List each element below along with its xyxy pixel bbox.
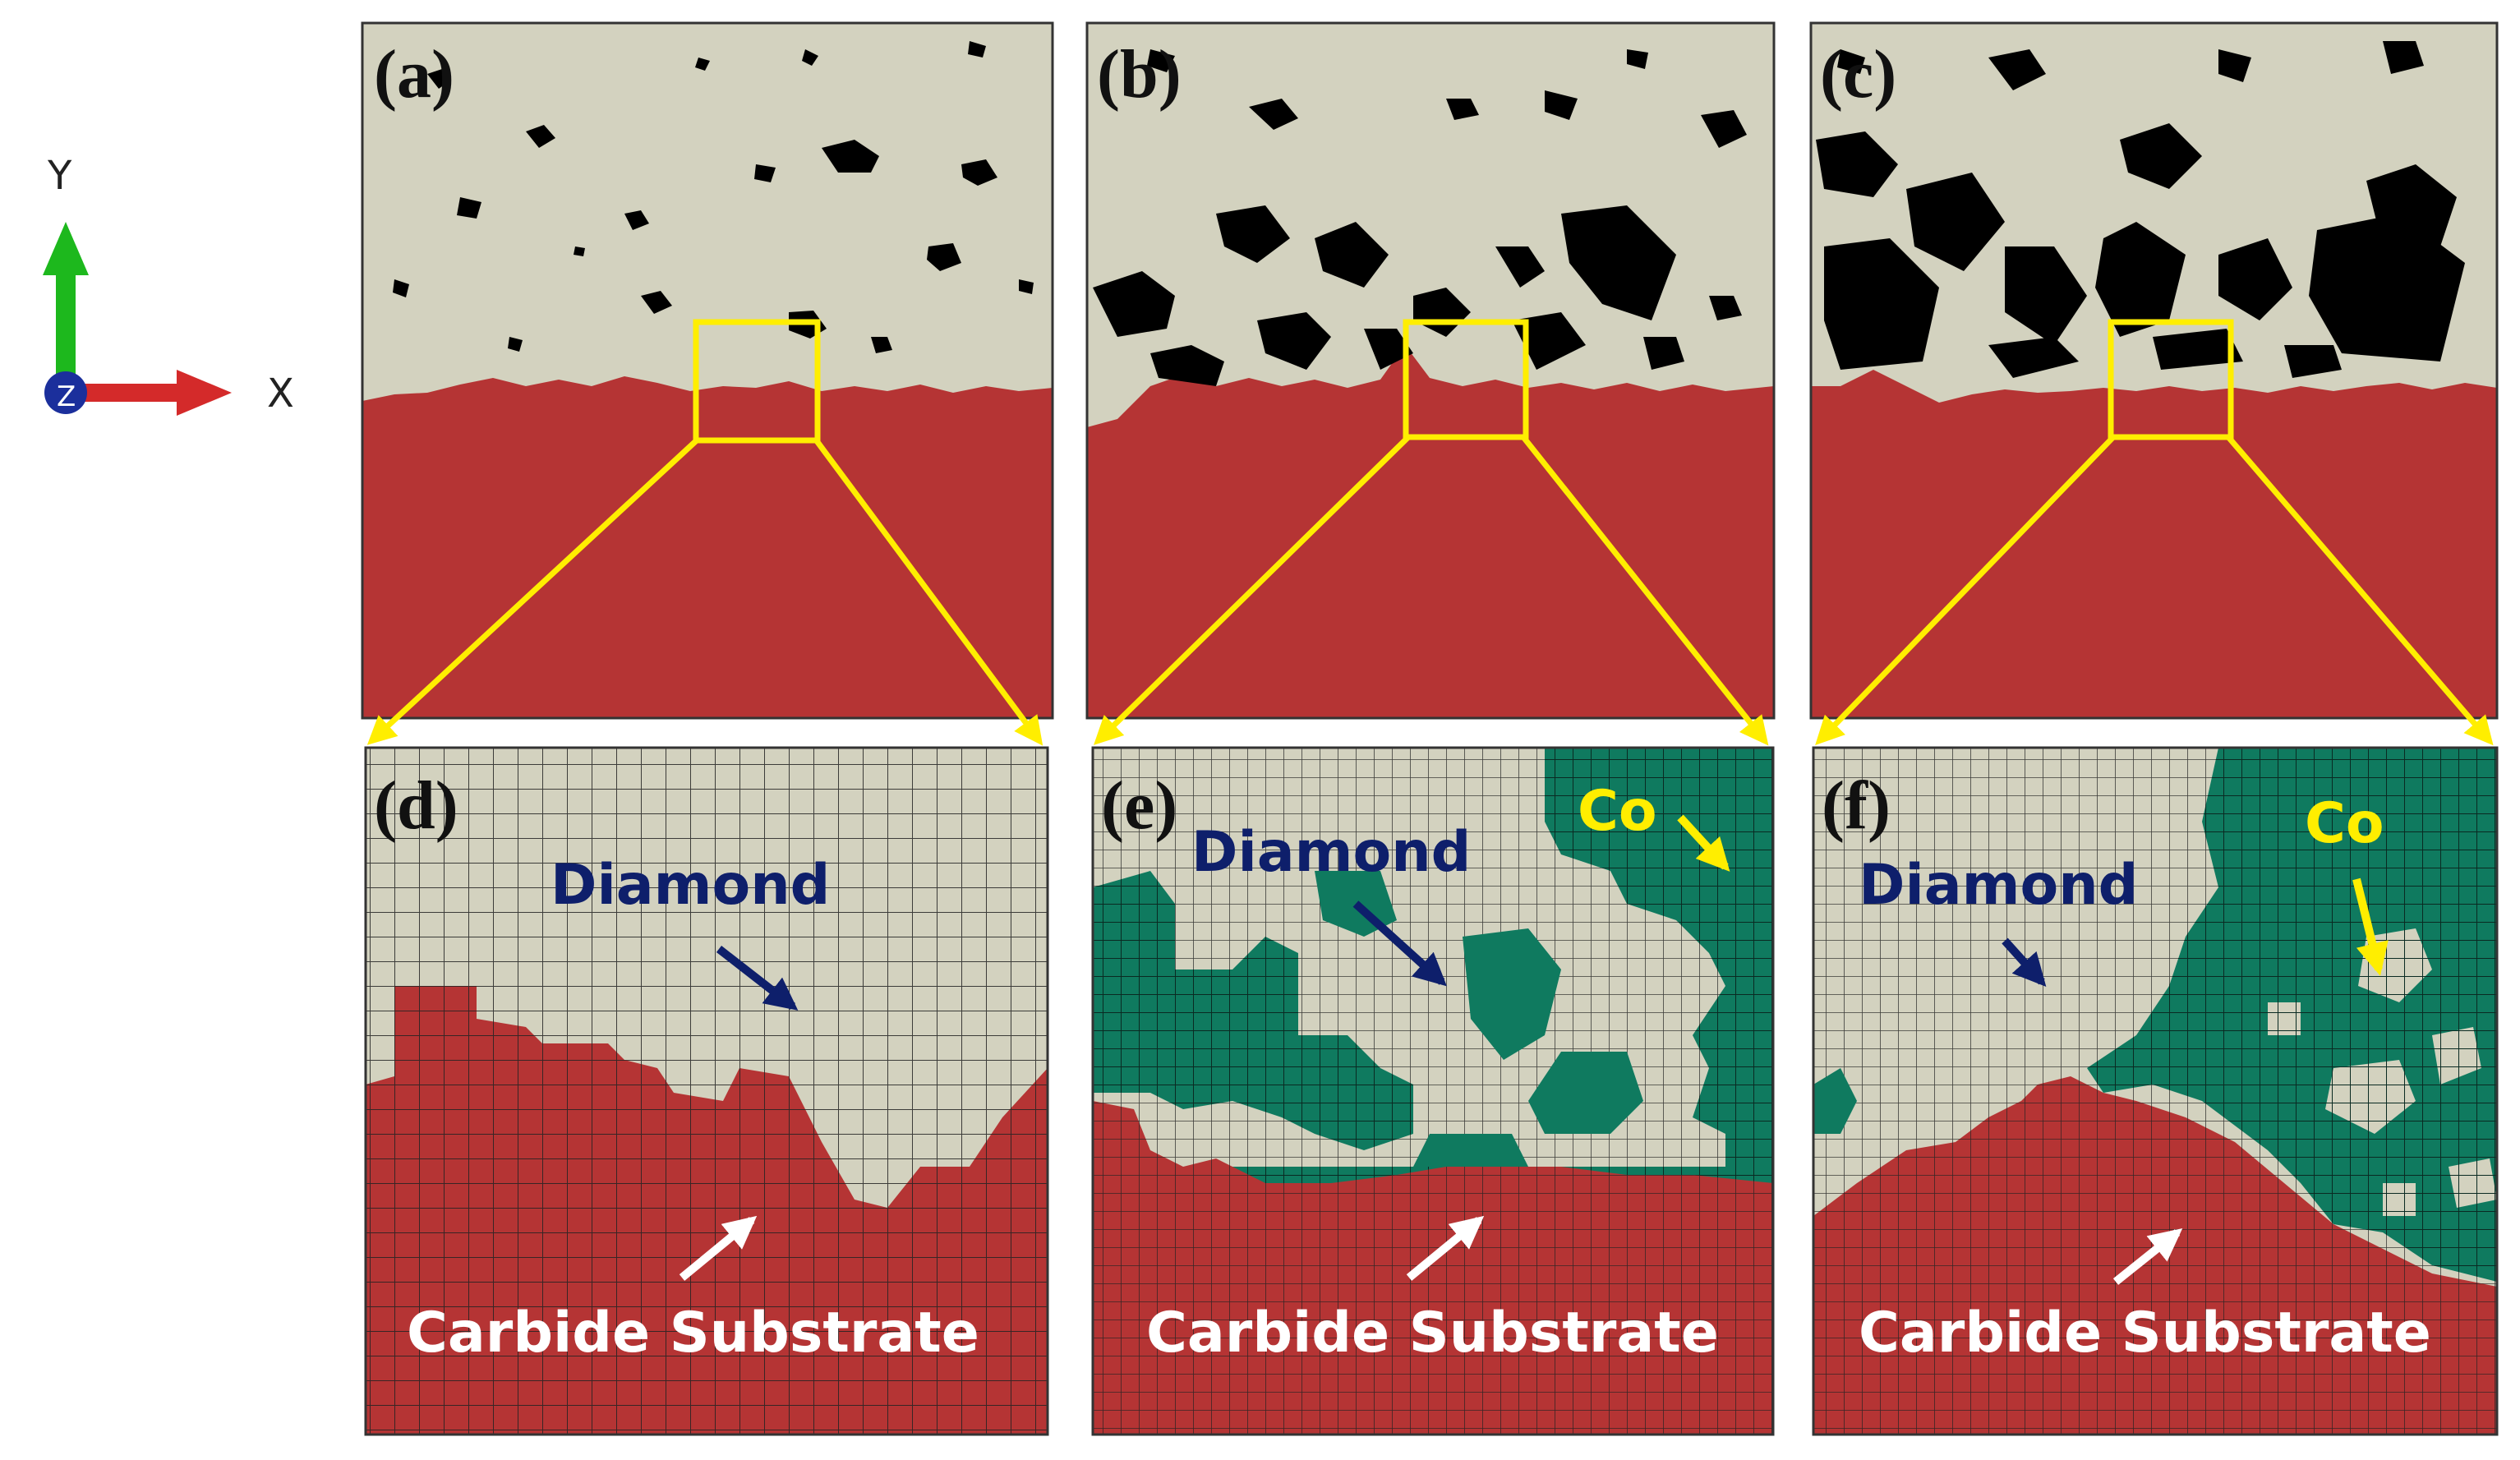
zoom-line <box>366 436 701 745</box>
zoom-line <box>813 436 1043 746</box>
panel-label: (a) <box>374 36 454 113</box>
substrate-label: Carbide Substrate <box>407 1301 979 1366</box>
substrate-label: Carbide Substrate <box>1859 1301 2431 1366</box>
panel-b-frame <box>1085 21 1776 720</box>
diamond-arrow <box>716 946 799 1011</box>
x-axis-arrowhead <box>177 370 232 416</box>
cobalt-arrow <box>1677 814 1730 872</box>
diamond-label: Diamond <box>551 853 830 918</box>
panel-d-frame <box>364 746 1049 1436</box>
zoom-line <box>1093 435 1411 745</box>
panel-f: (f) Diamond Co Carbide Substrate <box>1813 748 2497 1435</box>
substrate-mesh-lines <box>1093 1101 1773 1435</box>
porosity-voids <box>393 41 1034 353</box>
cobalt-arrow <box>2352 877 2389 976</box>
diamond-label: Diamond <box>1859 853 2138 918</box>
panel-label: (d) <box>374 767 458 844</box>
substrate-arrow <box>1406 1215 1485 1281</box>
panel-label: (e) <box>1101 767 1177 844</box>
panel-label: (f) <box>1822 767 1891 844</box>
substrate-mesh-lines <box>366 986 1048 1435</box>
panel-e: (e) Diamond Co Carbide Substrate <box>1093 748 1773 1435</box>
panel-label: (b) <box>1097 36 1182 113</box>
carbide-substrate <box>362 376 1053 718</box>
zoom-box <box>1403 319 1529 440</box>
diamond-arrow <box>1352 900 1447 987</box>
panel-d: (d) Diamond Carbide Substrate <box>366 748 1048 1435</box>
carbide-substrate <box>1087 345 1774 718</box>
panel-c-frame <box>1809 21 2499 720</box>
substrate-arrow <box>679 1215 758 1281</box>
z-axis-dot <box>44 371 87 414</box>
zoom-line <box>2226 435 2494 746</box>
panel-c: (c) <box>1811 23 2497 718</box>
panel-label: (c) <box>1820 36 1896 113</box>
substrate-label: Carbide Substrate <box>1146 1301 1719 1366</box>
y-axis-arrowhead <box>43 222 89 275</box>
panel-f-frame <box>1812 746 2499 1436</box>
x-axis-label: X <box>267 371 294 417</box>
cobalt-mesh-lines <box>2087 748 2497 1282</box>
diamond-arrow <box>2002 937 2047 987</box>
carbide-substrate <box>1811 370 2497 718</box>
panel-a-frame <box>361 21 1054 720</box>
zoom-line <box>1815 435 2116 746</box>
zoom-line <box>1521 435 1769 746</box>
zoom-box <box>693 319 821 444</box>
panel-b: (b) <box>1087 23 1774 718</box>
substrate-arrow <box>2112 1228 2183 1285</box>
porosity-voids <box>1816 41 2465 378</box>
porosity-voids <box>1093 49 1747 386</box>
zoom-connectors <box>366 435 2494 746</box>
diamond-label: Diamond <box>1191 820 1471 885</box>
panel-a: (a) <box>362 23 1053 718</box>
zoom-box <box>2108 319 2234 440</box>
panel-e-frame <box>1091 746 1775 1436</box>
cobalt-label: Co <box>2305 791 2384 856</box>
coordinate-axes: Z Y X <box>43 153 294 417</box>
y-axis-label: Y <box>47 153 72 199</box>
cobalt-label: Co <box>1578 779 1657 844</box>
z-axis-label: Z <box>57 380 76 413</box>
